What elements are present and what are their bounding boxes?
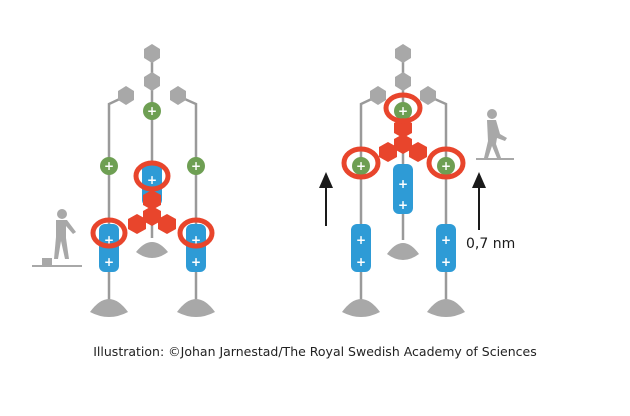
right-blue-cylinders — [351, 164, 456, 272]
left-molecule: + + + + + + + + — [32, 44, 215, 317]
left-green-sites — [100, 102, 205, 175]
plus-sign: + — [356, 255, 366, 269]
right-molecule: + + + + + + + + + — [319, 44, 515, 317]
plus-sign: + — [356, 159, 366, 173]
plus-sign: + — [398, 198, 408, 212]
left-hexagons — [118, 44, 186, 105]
plus-sign: + — [398, 104, 408, 118]
illustration-credit: Illustration: ©Johan Jarnestad/The Royal… — [93, 344, 537, 359]
plus-sign: + — [147, 173, 157, 187]
right-red-rings — [341, 92, 466, 180]
plus-sign: + — [147, 104, 157, 118]
plus-sign: + — [191, 159, 201, 173]
plus-sign: + — [104, 233, 114, 247]
right-person-icon — [476, 109, 514, 160]
plus-sign: + — [104, 159, 114, 173]
plus-sign: + — [398, 177, 408, 191]
plus-sign: + — [356, 233, 366, 247]
right-grey-bodies — [342, 243, 465, 317]
plus-sign: + — [191, 233, 201, 247]
left-person-icon — [32, 209, 82, 267]
left-red-rings — [90, 160, 215, 249]
right-hexagons — [370, 44, 436, 105]
displacement-arrows — [319, 172, 486, 230]
plus-sign: + — [441, 233, 451, 247]
plus-sign: + — [104, 255, 114, 269]
left-red-hub — [128, 190, 176, 234]
plus-sign: + — [191, 255, 201, 269]
left-grey-bodies — [90, 242, 215, 317]
right-green-sites — [352, 102, 455, 175]
distance-label: 0,7 nm — [466, 236, 515, 252]
plus-sign: + — [441, 255, 451, 269]
plus-sign: + — [441, 159, 451, 173]
